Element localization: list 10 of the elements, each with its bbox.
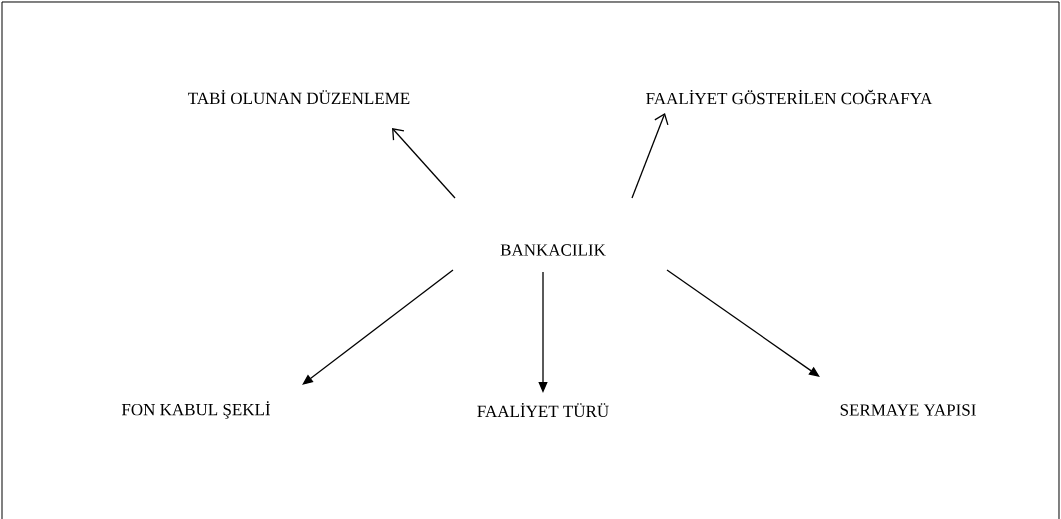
label-text: FON KABUL ŞEKLİ — [121, 401, 270, 419]
label-text: FAALİYET GÖSTERİLEN COĞRAFYA — [646, 89, 933, 105]
arrow — [631, 113, 669, 199]
arrow — [392, 128, 456, 199]
label-text: BANKACILIK — [500, 244, 606, 256]
label-text: FAALİYET TÜRÜ — [477, 402, 609, 418]
label-text: TABİ OLUNAN DÜZENLEME — [188, 89, 410, 105]
arrow — [302, 269, 454, 385]
label-text: SERMAYE YAPISI — [840, 404, 976, 416]
arrow — [666, 269, 820, 377]
